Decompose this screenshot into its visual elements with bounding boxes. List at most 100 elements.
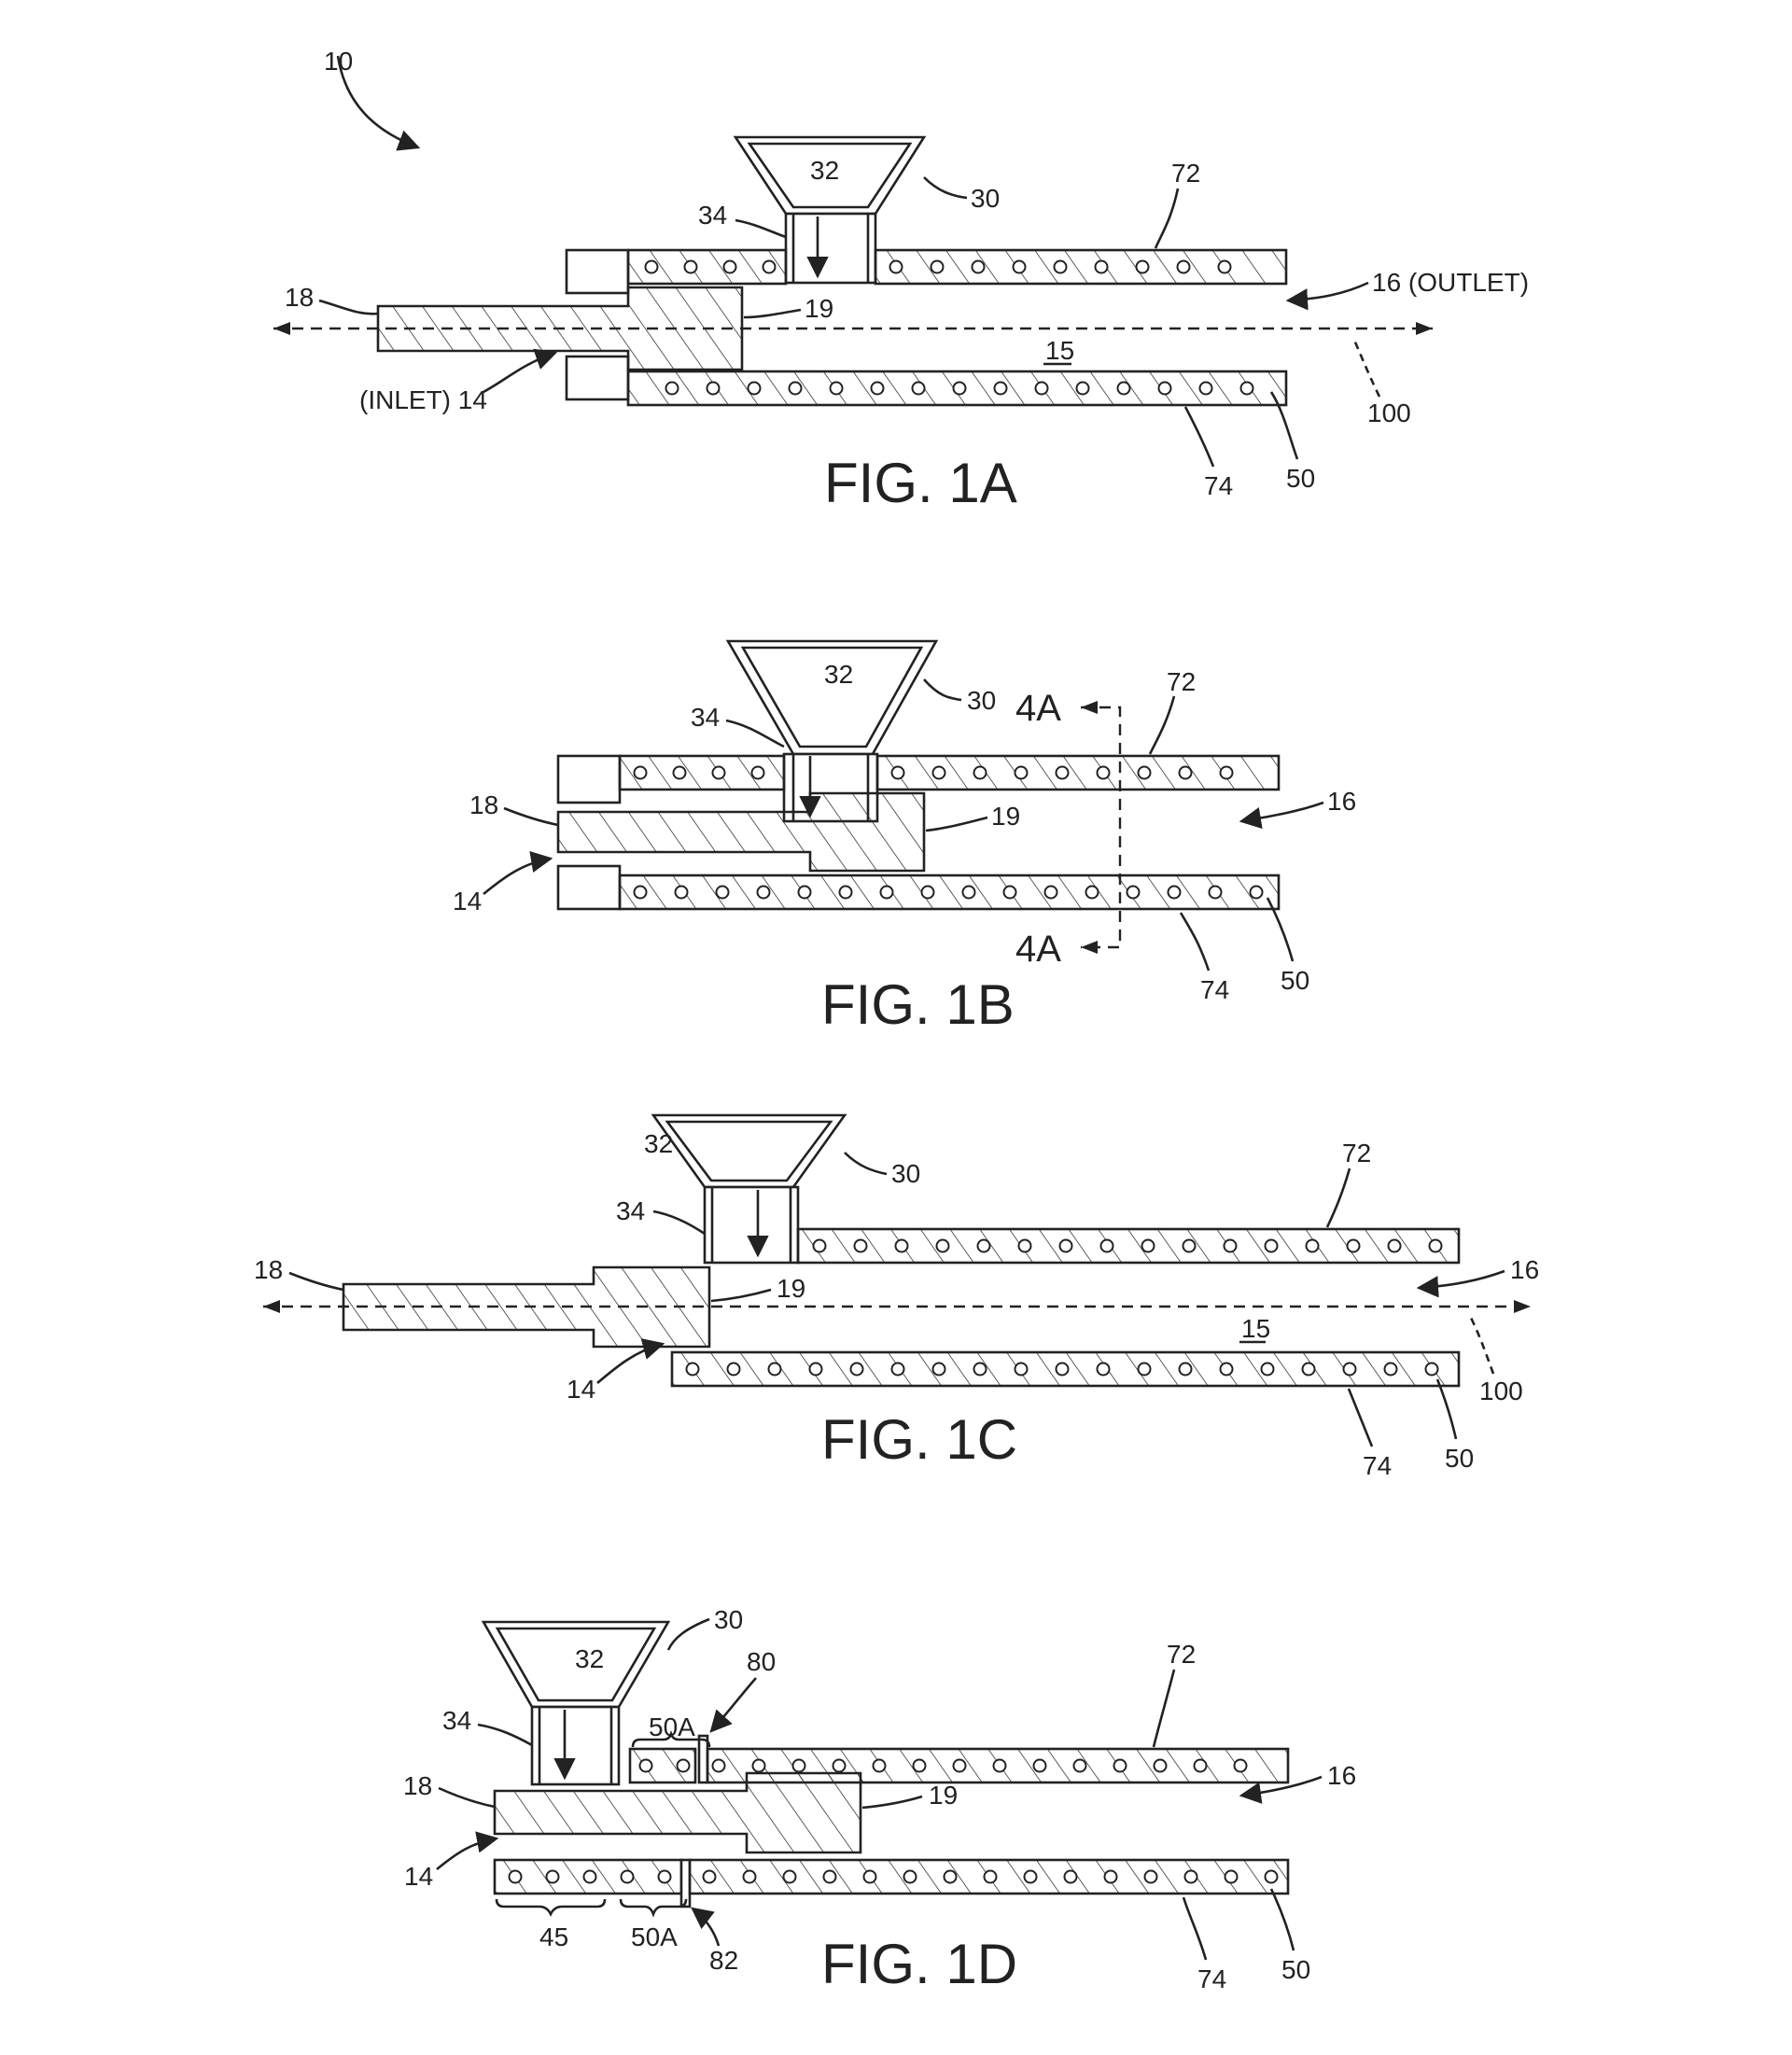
heater-element (963, 887, 975, 899)
heater-element (814, 1240, 826, 1252)
heater-element (1057, 767, 1069, 779)
heater-element (954, 383, 966, 395)
ref-label-14: 14 (453, 887, 482, 916)
end-block-bottom (558, 866, 620, 909)
heater-element (896, 1240, 908, 1252)
heater-element (584, 1871, 596, 1883)
heater-element (954, 1760, 966, 1772)
heater-element (1155, 1760, 1167, 1772)
heater-element (1114, 1760, 1127, 1772)
section-label-4a-bottom: 4A (1015, 929, 1061, 970)
ref-label-30: 30 (967, 686, 996, 715)
heater-element (1065, 1871, 1077, 1883)
figure-caption-1b: FIG. 1B (821, 973, 1015, 1036)
heater-element (864, 1871, 876, 1883)
ref-label-50: 50 (1281, 966, 1309, 995)
ref-label-14: 14 (567, 1375, 595, 1404)
brace-45 (497, 1899, 605, 1914)
heater-element (922, 887, 934, 899)
heater-element (1180, 1363, 1192, 1376)
ref-label-32: 32 (810, 156, 839, 185)
ref-label-32: 32 (575, 1644, 604, 1673)
heater-element (1055, 261, 1067, 273)
heater-element (933, 1363, 945, 1376)
heater-element (685, 261, 697, 273)
figure-1d: 30 32 34 50A 80 72 18 19 16 14 45 50A 82… (403, 1605, 1356, 1995)
heater-element (713, 767, 725, 779)
heater-element (1105, 1871, 1117, 1883)
ref-label-74: 74 (1363, 1451, 1392, 1480)
heater-element (1159, 383, 1171, 395)
heater-element (635, 887, 647, 899)
heater-element (855, 1240, 867, 1252)
heater-element (1077, 383, 1089, 395)
heater-element (1225, 1871, 1238, 1883)
heater-element (1101, 1240, 1113, 1252)
ref-label-72: 72 (1342, 1139, 1371, 1167)
ref-label-30: 30 (891, 1159, 920, 1188)
heater-element (945, 1871, 957, 1883)
heater-element (1389, 1240, 1401, 1252)
heater-element (1074, 1760, 1086, 1772)
ref-label-72: 72 (1167, 667, 1196, 696)
heater-element (1195, 1760, 1207, 1772)
ref-label-72: 72 (1171, 159, 1200, 188)
heater-element (674, 767, 686, 779)
heater-element (1057, 1363, 1069, 1376)
heater-element (666, 383, 679, 395)
heater-element (749, 383, 761, 395)
heater-element (974, 1363, 987, 1376)
heater-element (1137, 261, 1149, 273)
heater-element (646, 261, 658, 273)
figure-caption-1c: FIG. 1C (821, 1408, 1017, 1471)
heater-element (1014, 261, 1026, 273)
heater-element (1385, 1363, 1397, 1376)
figure-1c: 32 30 34 72 18 19 16 15 14 100 74 50 FIG… (254, 1115, 1539, 1480)
heater-element (1036, 383, 1048, 395)
heater-element (1262, 1363, 1274, 1376)
heater-element (687, 1363, 699, 1376)
heater-element (1142, 1240, 1155, 1252)
heater-element (1307, 1240, 1319, 1252)
ref-label-34: 34 (691, 703, 720, 732)
heater-element (1241, 383, 1253, 395)
heater-element (1210, 887, 1222, 899)
heater-element (824, 1871, 836, 1883)
heater-element (931, 261, 944, 273)
heater-element (717, 887, 729, 899)
ref-label-14: 14 (404, 1862, 433, 1891)
ref-label-16: 16 (OUTLET) (1372, 268, 1529, 297)
heater-element (1086, 887, 1099, 899)
heater-element (1139, 1363, 1151, 1376)
figure-1b: 4A 4A 32 30 34 72 18 19 16 14 74 50 FIG.… (453, 641, 1356, 1036)
heater-element (914, 1760, 926, 1772)
heater-element (763, 261, 776, 273)
ref-label-34: 34 (442, 1706, 471, 1735)
heater-element (728, 1363, 740, 1376)
screw-18 (558, 793, 924, 871)
heater-element (1200, 383, 1212, 395)
heater-element (851, 1363, 863, 1376)
ref-label-16: 16 (1327, 787, 1356, 816)
hopper-30-inner (667, 1122, 831, 1181)
ref-label-18: 18 (469, 790, 498, 819)
heater-element (937, 1240, 949, 1252)
ref-label-19: 19 (805, 294, 833, 323)
ref-label-16: 16 (1327, 1761, 1356, 1790)
ref-label-34: 34 (616, 1196, 645, 1225)
heater-element (1178, 261, 1190, 273)
heater-element (810, 1363, 822, 1376)
ref-label-50: 50 (1286, 464, 1315, 493)
heater-element (1015, 767, 1028, 779)
heater-element (1221, 767, 1233, 779)
heater-element (752, 767, 764, 779)
brace-50a-bottom (621, 1899, 686, 1914)
heater-element (1344, 1363, 1356, 1376)
ref-label-74: 74 (1200, 975, 1229, 1004)
ref-label-14: (INLET) 14 (359, 385, 487, 414)
heater-element (892, 1363, 904, 1376)
heater-element (799, 887, 811, 899)
ref-label-15: 15 (1241, 1314, 1270, 1343)
ref-label-32: 32 (644, 1129, 673, 1158)
heater-element (1225, 1240, 1237, 1252)
